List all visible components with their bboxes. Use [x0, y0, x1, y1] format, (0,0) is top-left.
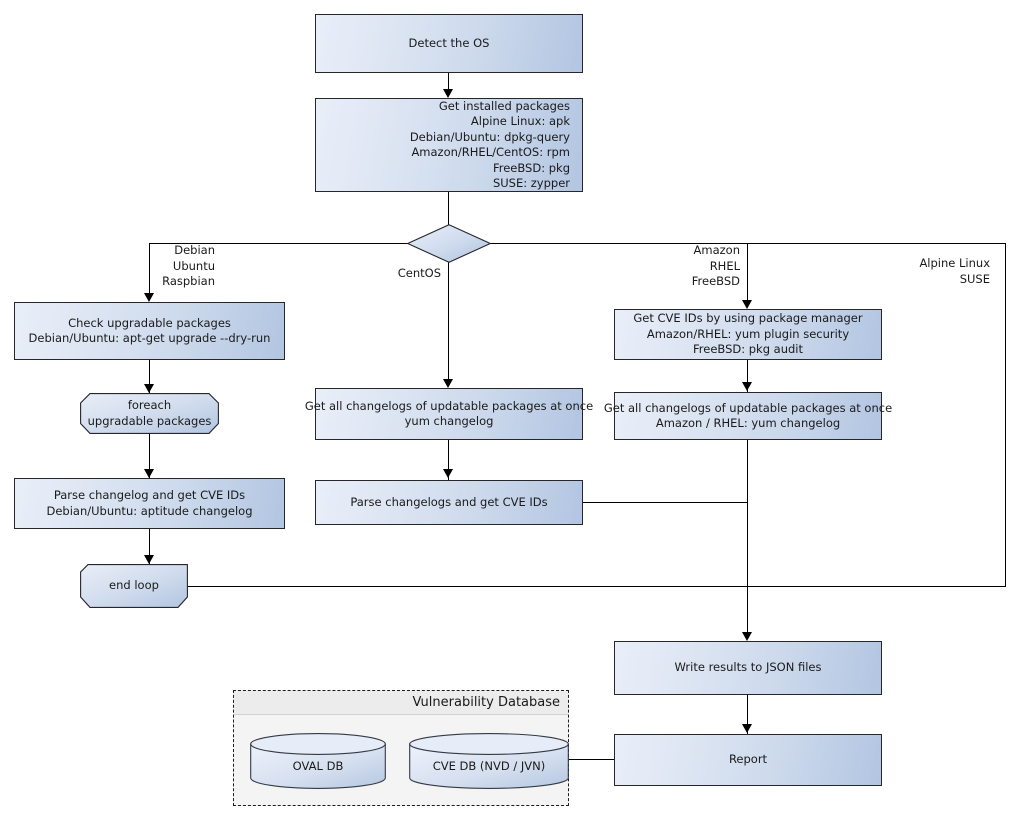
connector-centos-changelog-to-parse — [448, 440, 449, 480]
arrowhead-parse-changelog — [144, 469, 154, 478]
database-oval-db[interactable]: OVAL DB — [250, 733, 386, 789]
connector-decision-spine-left — [149, 243, 409, 244]
arrowhead-packages — [443, 89, 453, 98]
connector-foreach-to-parse — [149, 434, 150, 478]
node-end-loop-label: end loop — [109, 578, 159, 593]
node-get-cve-ids-package-manager[interactable]: Get CVE IDs by using package manager Ama… — [614, 309, 882, 360]
database-cve-db-label: CVE DB (NVD / JVN) — [432, 759, 546, 773]
connector-debian-branch — [149, 243, 150, 293]
node-parse-changelog-debian[interactable]: Parse changelog and get CVE IDs Debian/U… — [14, 478, 285, 529]
connector-parse-to-endloop — [149, 529, 150, 564]
connector-centos-branch — [448, 262, 449, 380]
node-write-results-to-json[interactable]: Write results to JSON files — [614, 641, 882, 695]
node-detect-the-os[interactable]: Detect the OS — [315, 14, 583, 73]
branch-label-amazon: Amazon RHEL FreeBSD — [691, 243, 740, 288]
branch-label-debian: Debian Ubuntu Raspbian — [162, 243, 215, 288]
connector-check-to-foreach — [149, 360, 150, 393]
node-get-installed-packages[interactable]: Get installed packages Alpine Linux: apk… — [315, 98, 583, 192]
arrowhead-endloop — [144, 555, 154, 564]
database-oval-db-label: OVAL DB — [292, 759, 344, 773]
node-foreach-label: foreach upgradable packages — [87, 398, 212, 428]
connector-detect-to-packages — [448, 73, 449, 95]
arrowhead-check-upgradable — [144, 293, 154, 302]
arrowhead-foreach — [144, 384, 154, 393]
arrowhead-parse-changelogs-centos — [443, 469, 453, 478]
node-get-all-changelogs-centos[interactable]: Get all changelogs of updatable packages… — [305, 388, 593, 440]
connector-cveids-to-changelogs — [747, 360, 748, 393]
node-get-all-changelogs-centos-label: Get all changelogs of updatable packages… — [304, 398, 594, 429]
branch-label-alpine: Alpine Linux SUSE — [919, 256, 990, 286]
node-os-decision[interactable] — [406, 224, 492, 264]
node-report-label: Report — [728, 752, 768, 767]
branch-label-centos: CentOS — [397, 266, 441, 280]
node-check-upgradable-packages[interactable]: Check upgradable packages Debian/Ubuntu:… — [14, 302, 285, 360]
connector-alpine-branch — [1005, 243, 1006, 586]
node-parse-changelogs-centos[interactable]: Parse changelogs and get CVE IDs — [315, 480, 583, 525]
connector-parse-centos-to-bus — [583, 502, 748, 503]
node-get-installed-packages-label: Get installed packages Alpine Linux: apk… — [409, 98, 570, 191]
arrowhead-report — [742, 724, 752, 733]
node-get-cve-ids-package-manager-label: Get CVE IDs by using package manager Ama… — [633, 311, 863, 357]
connector-cvedb-to-report — [569, 759, 614, 760]
arrowhead-changelogs-centos — [443, 379, 453, 388]
arrowhead-get-cve-ids — [742, 300, 752, 309]
node-check-upgradable-packages-label: Check upgradable packages Debian/Ubuntu:… — [28, 315, 271, 346]
node-get-all-changelogs-amazon-label: Get all changelogs of updatable packages… — [603, 400, 893, 431]
node-foreach-upgradable-packages[interactable]: foreach upgradable packages — [80, 393, 219, 434]
node-report[interactable]: Report — [614, 734, 882, 786]
database-cve-db[interactable]: CVE DB (NVD / JVN) — [409, 733, 569, 789]
arrowhead-write-results — [742, 632, 752, 641]
node-get-all-changelogs-amazon[interactable]: Get all changelogs of updatable packages… — [604, 392, 892, 440]
connector-right-bus — [747, 440, 748, 638]
connector-amazon-branch — [747, 243, 748, 301]
arrowhead-changelogs-amazon — [742, 382, 752, 391]
vulnerability-database-title: Vulnerability Database — [234, 691, 568, 715]
node-parse-changelogs-centos-label: Parse changelogs and get CVE IDs — [350, 494, 548, 509]
connector-endloop-to-bus — [187, 586, 1006, 587]
node-write-results-to-json-label: Write results to JSON files — [674, 660, 822, 675]
node-parse-changelog-debian-label: Parse changelog and get CVE IDs Debian/U… — [46, 488, 253, 518]
connector-packages-to-decision — [448, 192, 449, 226]
node-end-loop[interactable]: end loop — [80, 564, 188, 608]
connector-write-to-report — [747, 695, 748, 735]
node-detect-the-os-label: Detect the OS — [408, 35, 490, 50]
